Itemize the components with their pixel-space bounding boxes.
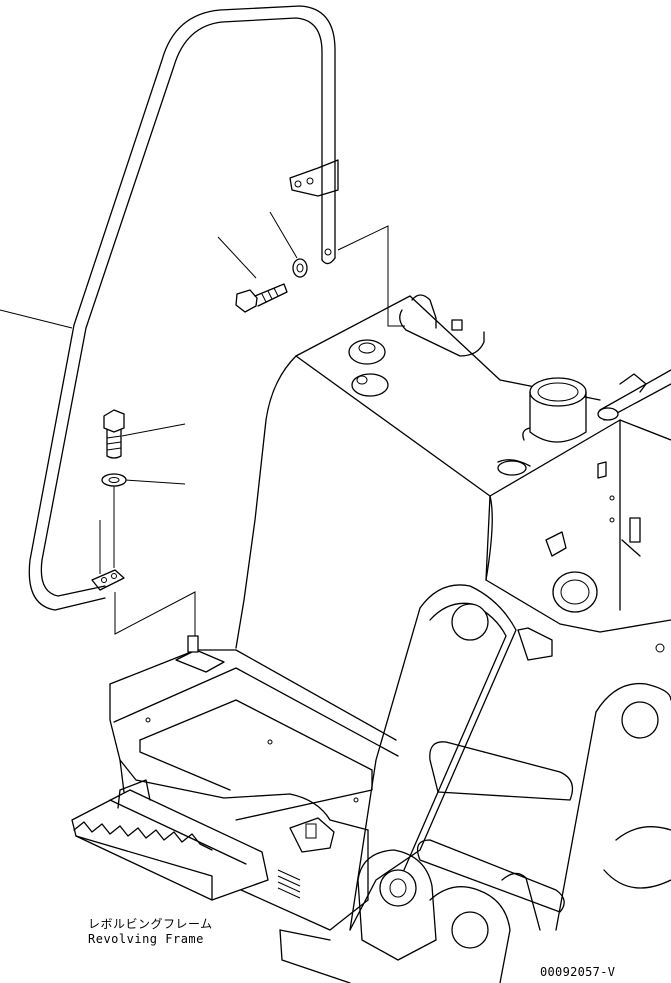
step-plate (71, 779, 269, 901)
boom-bracket-left (349, 584, 574, 931)
drawing-code: 00092057-V (540, 965, 616, 979)
base-frame (279, 929, 351, 983)
filler-caps (348, 339, 389, 397)
right-fittings (545, 369, 671, 557)
handrail-upper-bracket (289, 159, 339, 197)
toolbox (109, 635, 399, 931)
lower-washer (101, 473, 127, 487)
lower-bolt (103, 409, 125, 459)
part-caption-japanese: レボルビングフレーム (88, 917, 213, 931)
swivel-pipe (497, 377, 587, 476)
fuel-tank (235, 294, 601, 649)
part-caption-english: Revolving Frame (88, 932, 204, 946)
frame-center (485, 419, 671, 653)
leader-lines (0, 211, 405, 640)
handrail (28, 5, 336, 611)
boom-bracket-right (555, 682, 671, 931)
boom-foot (357, 849, 541, 983)
upper-washer (292, 258, 308, 278)
handrail-lower-bracket (91, 569, 125, 591)
upper-bolt (235, 283, 288, 313)
